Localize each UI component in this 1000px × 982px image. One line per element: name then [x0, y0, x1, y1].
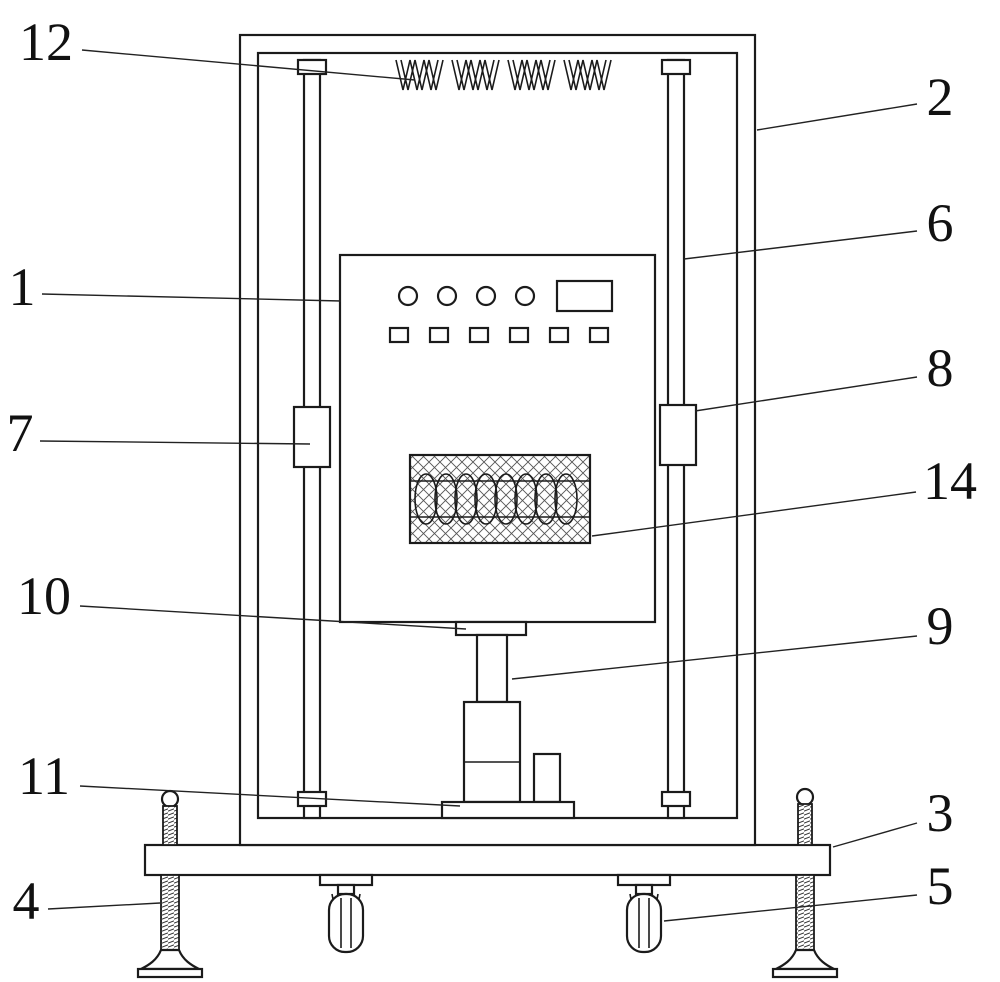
foot-trumpet [775, 948, 835, 971]
right-rod-top-cap [660, 58, 692, 76]
callout-10: 10 [17, 566, 467, 630]
callout-label: 2 [927, 67, 954, 127]
cylinder-body [462, 700, 522, 804]
callout-6: 6 [683, 193, 954, 260]
foot-trumpet [140, 948, 200, 971]
screw-knob [160, 789, 180, 809]
callout-label: 11 [18, 746, 70, 806]
screw-upper-rod [162, 805, 178, 846]
right-rod-bottom-cap [660, 790, 692, 808]
leader-line [663, 894, 918, 922]
leader-line [81, 49, 416, 81]
panel-switch [588, 326, 610, 344]
leader-line [694, 376, 918, 412]
lift-rod-flange [454, 620, 528, 637]
leader-line [79, 605, 467, 630]
leader-line [41, 293, 342, 302]
suspension-springs [395, 59, 612, 91]
callout-label: 9 [927, 596, 954, 656]
hatched-coil-chamber [408, 453, 592, 545]
screw-upper-rod [797, 803, 813, 846]
callout-3: 3 [832, 783, 954, 848]
callout-label: 14 [923, 451, 977, 511]
left-leveling-foot [136, 789, 204, 979]
screw-knob [795, 787, 815, 807]
spring-coil [400, 59, 444, 91]
right-caster [616, 873, 672, 954]
chamber-box [408, 453, 592, 545]
spring-coil [456, 59, 500, 91]
callout-2: 2 [756, 67, 954, 131]
callout-label: 5 [927, 856, 954, 916]
callout-label: 7 [7, 403, 34, 463]
jack-base-plate [440, 800, 576, 820]
panel-knob [475, 285, 497, 307]
panel-switch [428, 326, 450, 344]
panel-switch [548, 326, 570, 344]
callout-11: 11 [18, 746, 461, 807]
panel-body [338, 253, 657, 624]
chamber-coil [414, 473, 578, 525]
control-panel [338, 253, 657, 624]
callout-9: 9 [511, 596, 954, 680]
leader-line [47, 902, 161, 910]
leader-line [511, 635, 918, 680]
screw-lower-rod [795, 874, 815, 951]
leader-line [591, 491, 917, 537]
right-leveling-foot [771, 787, 839, 979]
base-platform [143, 843, 832, 877]
panel-knob [397, 285, 419, 307]
panel-knob [514, 285, 536, 307]
spring-coil [568, 59, 612, 91]
callout-label: 10 [17, 566, 71, 626]
foot-pad [136, 967, 204, 979]
leader-line [756, 103, 918, 131]
callout-4: 4 [13, 871, 161, 931]
callout-label: 8 [927, 338, 954, 398]
callout-1: 1 [9, 257, 342, 317]
callout-label: 3 [927, 783, 954, 843]
pump-block [532, 752, 562, 804]
right-slider-block [658, 403, 698, 467]
spring-coil [563, 59, 607, 91]
callout-label: 1 [9, 257, 36, 317]
left-slider-block [292, 405, 332, 469]
callouts: 12 2 1 6 7 8 14 10 [7, 12, 978, 931]
caster-plate [616, 873, 672, 887]
piston-rod [475, 633, 509, 704]
caster-stem [336, 883, 356, 896]
spring-coil [512, 59, 556, 91]
panel-switch [388, 326, 410, 344]
panel-switch [508, 326, 530, 344]
callout-14: 14 [591, 451, 977, 537]
caster-stem [634, 883, 654, 896]
caster-wheel [625, 892, 663, 954]
hydraulic-jack [440, 620, 576, 820]
caster-wheel [327, 892, 365, 954]
leader-line [832, 822, 918, 848]
callout-5: 5 [663, 856, 954, 922]
callout-12: 12 [19, 12, 416, 81]
panel-display [555, 279, 614, 313]
leader-line [79, 785, 461, 807]
callout-label: 12 [19, 12, 73, 72]
callout-7: 7 [7, 403, 311, 463]
callout-label: 6 [927, 193, 954, 253]
caster-plate [318, 873, 374, 887]
left-caster [318, 873, 374, 954]
panel-knob [436, 285, 458, 307]
spring-coil [395, 59, 439, 91]
leader-line [39, 440, 311, 445]
callout-8: 8 [694, 338, 954, 412]
spring-coil [451, 59, 495, 91]
callout-label: 4 [13, 871, 40, 931]
leader-line [683, 230, 918, 260]
screw-lower-rod [160, 874, 180, 951]
panel-switch [468, 326, 490, 344]
spring-coil [507, 59, 551, 91]
foot-pad [771, 967, 839, 979]
